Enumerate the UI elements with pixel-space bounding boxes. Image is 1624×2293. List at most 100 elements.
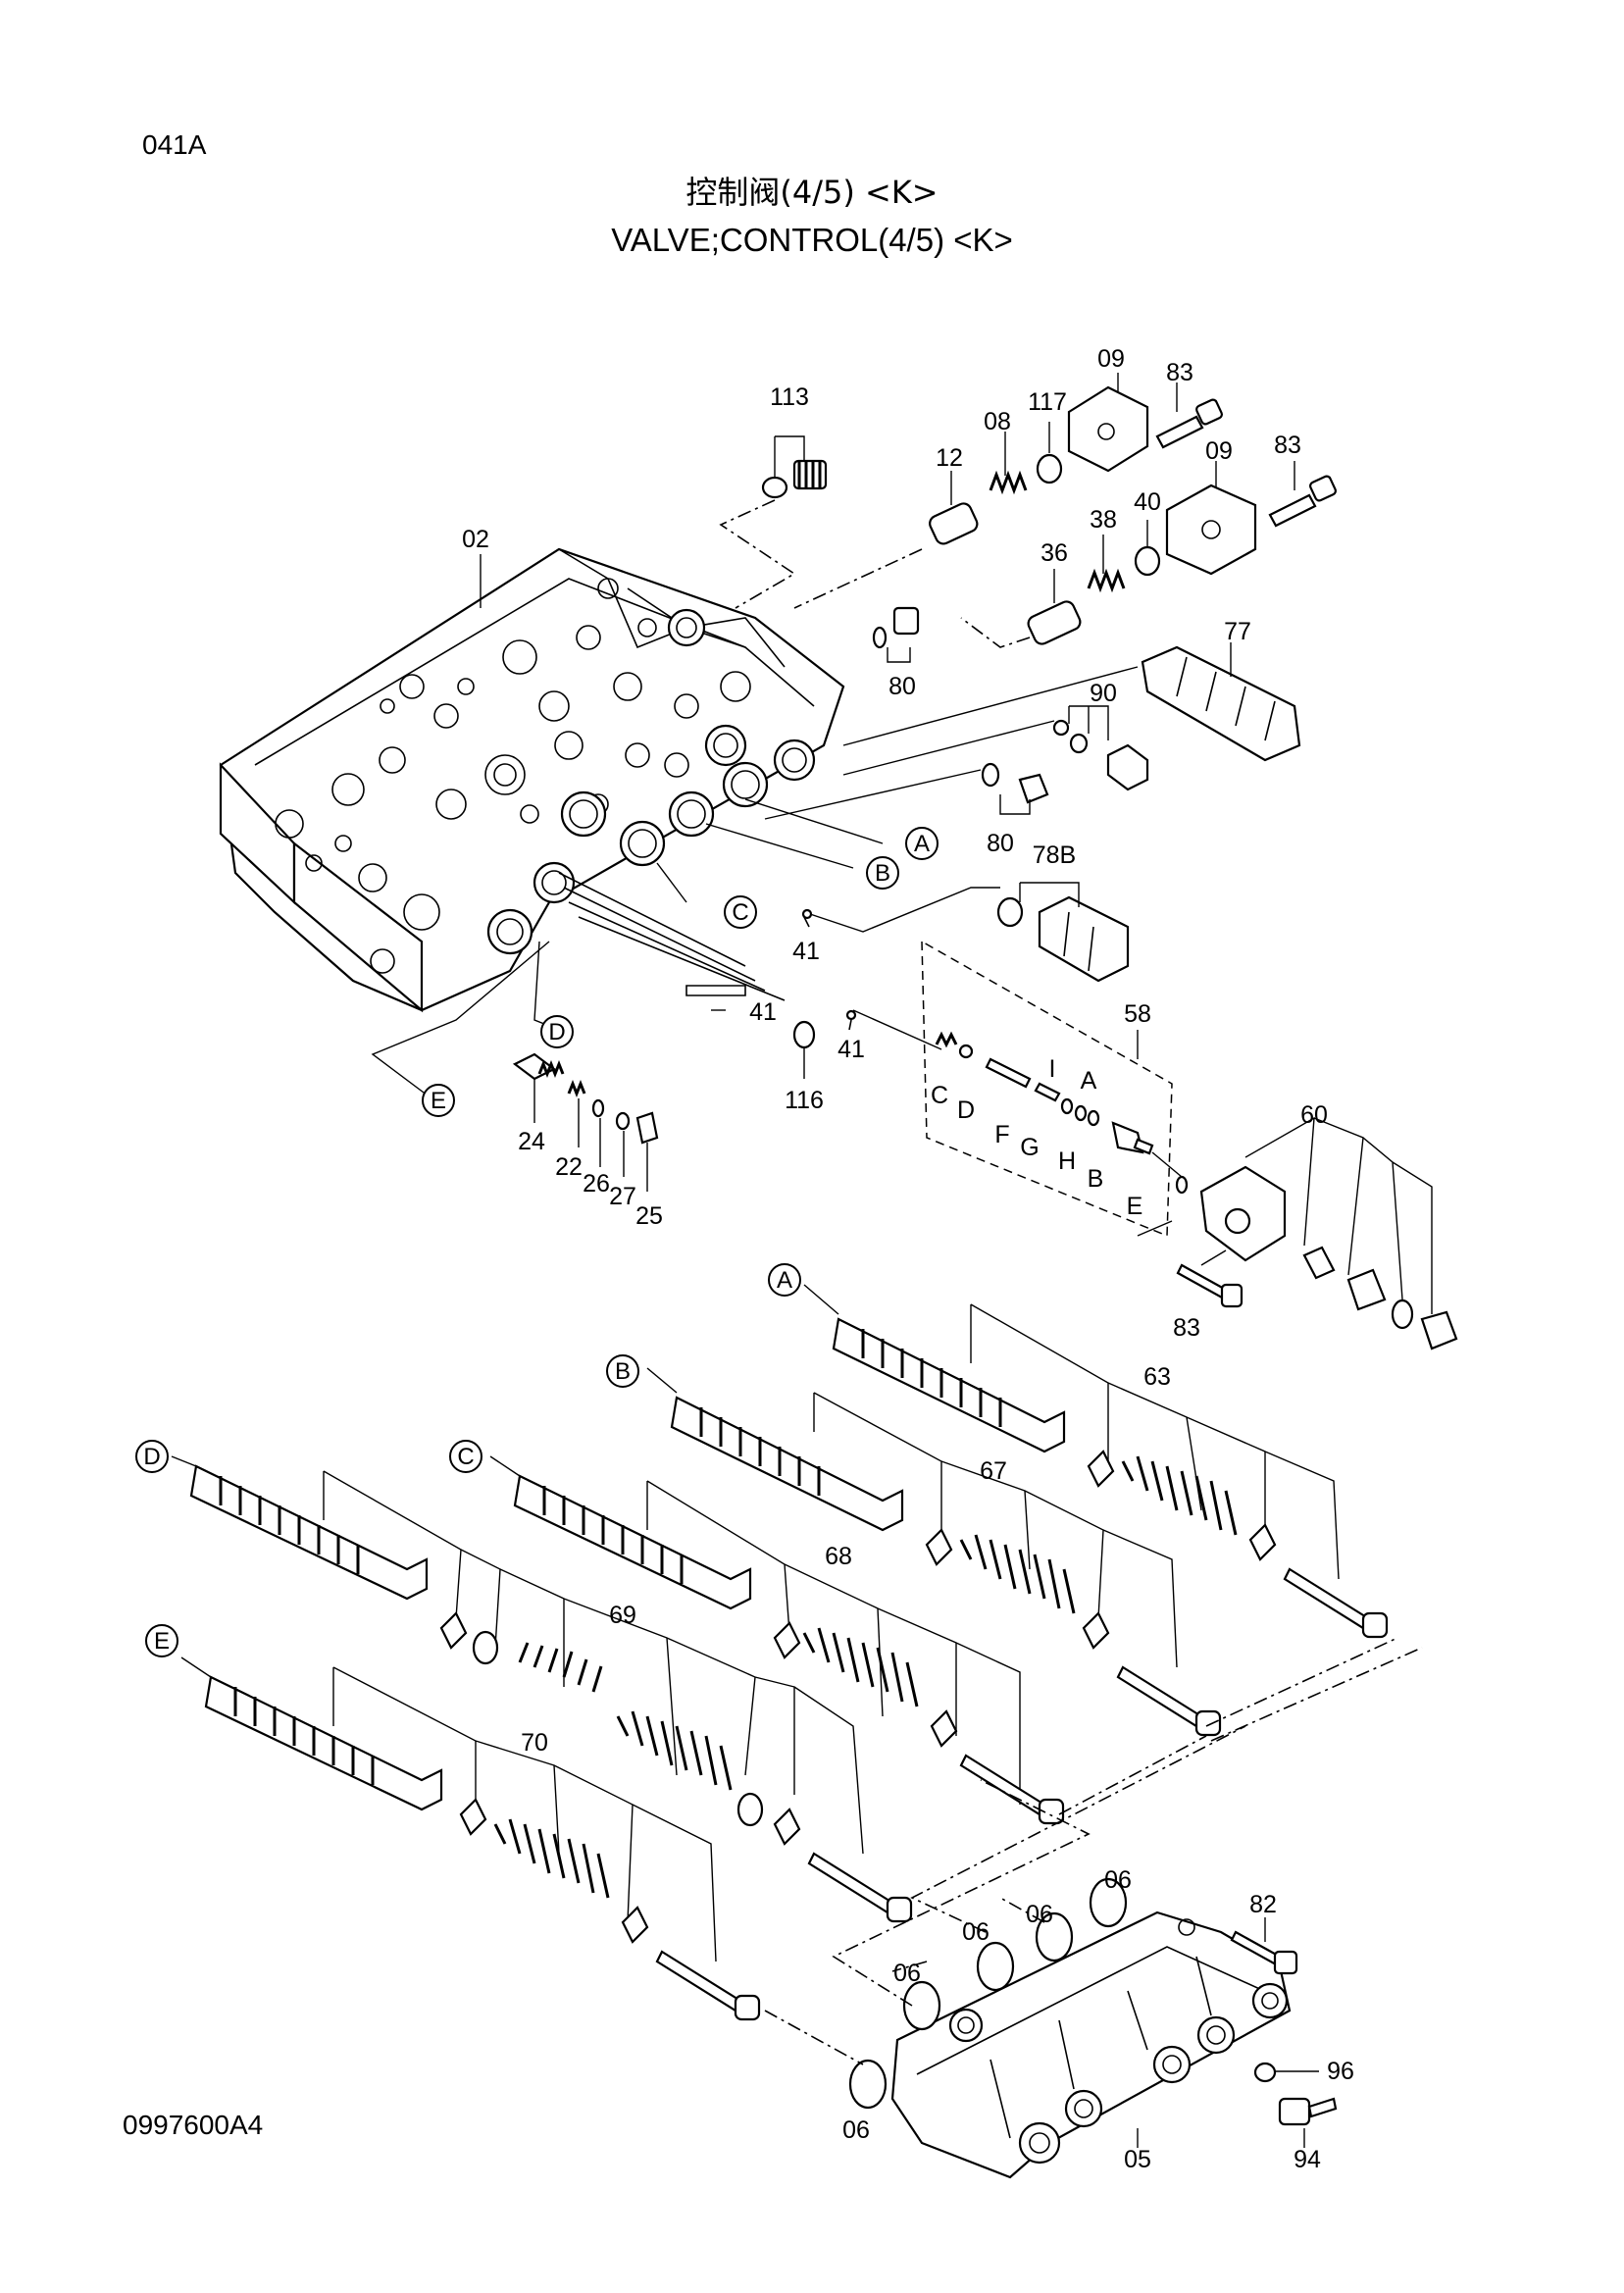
svg-text:A: A [1081, 1067, 1097, 1095]
ref-marker-B-upper: B [866, 856, 899, 890]
label-06-c: 06 [962, 1918, 990, 1946]
spring-70 [459, 1798, 761, 2021]
label-27: 27 [609, 1183, 636, 1210]
label-09-lower: 09 [1205, 437, 1233, 465]
poppet-12 [929, 471, 979, 545]
label-06-b: 06 [893, 1960, 921, 1987]
check-41-a [801, 908, 813, 928]
label-08: 08 [984, 408, 1011, 435]
ref-marker-D-lower: D [135, 1440, 169, 1473]
poppet-36 [1027, 569, 1082, 645]
label-63: 63 [1143, 1363, 1171, 1391]
label-80-lower: 80 [987, 830, 1014, 857]
label-38: 38 [1090, 506, 1117, 534]
svg-text:F: F [994, 1121, 1009, 1148]
label-80-upper: 80 [888, 673, 916, 700]
ref-marker-D-upper: D [540, 1015, 574, 1048]
ref-marker-A-lower: A [768, 1263, 801, 1297]
label-70: 70 [521, 1729, 548, 1757]
spring-38 [1087, 535, 1126, 593]
spring-67 [925, 1528, 1222, 1737]
label-113: 113 [770, 383, 809, 411]
label-96: 96 [1327, 2058, 1354, 2085]
relief-valve-77 [1141, 642, 1301, 762]
svg-text:H: H [1058, 1147, 1076, 1175]
label-02: 02 [462, 526, 489, 553]
label-40: 40 [1134, 488, 1161, 516]
spring-68 [773, 1621, 1065, 1825]
cover-09-lower [1165, 461, 1257, 576]
label-60: 60 [1300, 1101, 1328, 1129]
o-ring-96 [1253, 2062, 1319, 2083]
svg-text:D: D [548, 1019, 565, 1045]
ref-marker-B-lower: B [606, 1354, 639, 1388]
plug-80-lower [981, 762, 1049, 815]
svg-text:E: E [1127, 1193, 1143, 1220]
label-36: 36 [1040, 539, 1068, 567]
ref-marker-E-upper: E [422, 1084, 455, 1117]
label-06-a: 06 [842, 2116, 870, 2144]
part-labels: 02 113 12 08 117 09 83 09 83 36 38 40 77… [462, 345, 1354, 2173]
label-41-b: 41 [749, 998, 777, 1026]
bolt-83-lower [1268, 461, 1337, 528]
bolt-83-cap [1176, 1249, 1243, 1308]
svg-text:A: A [777, 1267, 792, 1294]
small-parts-22-27 [512, 1052, 659, 1192]
o-rings-06 [848, 1877, 1128, 2110]
plug-113 [761, 435, 828, 499]
o-ring-40 [1134, 520, 1161, 577]
svg-text:E: E [154, 1628, 170, 1655]
label-26: 26 [583, 1170, 610, 1197]
document-number: 0997600A4 [123, 2110, 264, 2140]
svg-text:B: B [1088, 1165, 1104, 1193]
svg-text:C: C [931, 1082, 948, 1109]
svg-text:E: E [431, 1088, 446, 1114]
label-41-c: 41 [837, 1036, 865, 1063]
label-83-lower: 83 [1274, 432, 1301, 459]
cover-09-upper [1067, 373, 1149, 473]
label-117: 117 [1028, 388, 1067, 416]
label-83-upper: 83 [1166, 359, 1193, 386]
spring-63 [1087, 1450, 1389, 1639]
o-ring-117 [1036, 422, 1063, 484]
label-69: 69 [609, 1602, 636, 1629]
spool-D [171, 1455, 864, 1855]
label-116: 116 [785, 1087, 824, 1114]
spool-E [180, 1656, 717, 1962]
body-ports [275, 578, 816, 974]
svg-text:A: A [914, 831, 930, 857]
check-41-c [845, 1009, 857, 1031]
label-09-upper: 09 [1097, 345, 1125, 373]
page-title-english: VALVE;CONTROL(4/5) <K> [611, 222, 1013, 258]
ref-marker-A-upper: A [905, 827, 939, 860]
label-83-cap: 83 [1173, 1314, 1200, 1342]
label-77: 77 [1224, 618, 1251, 645]
spool-A [803, 1284, 1340, 1580]
svg-text:G: G [1020, 1134, 1039, 1161]
label-82: 82 [1249, 1891, 1277, 1918]
label-68: 68 [825, 1543, 852, 1570]
o-ring-116 [792, 1020, 816, 1079]
svg-text:C: C [732, 899, 748, 926]
label-25: 25 [635, 1202, 663, 1230]
plug-90 [1052, 705, 1149, 791]
kit-58-parts [935, 1031, 1154, 1155]
bolt-83-upper [1155, 382, 1223, 449]
bolt-94 [1278, 2097, 1338, 2148]
housing-05 [890, 1911, 1292, 2179]
plug-80-upper [872, 606, 920, 663]
valve-body-02 [219, 547, 845, 1013]
label-22: 22 [555, 1153, 583, 1181]
cap-60-group [1175, 1116, 1458, 1350]
label-24: 24 [518, 1128, 545, 1155]
relief-valve-78B [996, 882, 1130, 983]
label-05: 05 [1124, 2146, 1151, 2173]
spool-B [646, 1367, 1178, 1668]
bolt-82 [1230, 1917, 1298, 1975]
svg-text:D: D [143, 1444, 160, 1470]
svg-text:D: D [957, 1096, 975, 1124]
svg-text:C: C [457, 1444, 474, 1470]
spring-08 [989, 432, 1028, 495]
label-41-a: 41 [792, 938, 820, 965]
